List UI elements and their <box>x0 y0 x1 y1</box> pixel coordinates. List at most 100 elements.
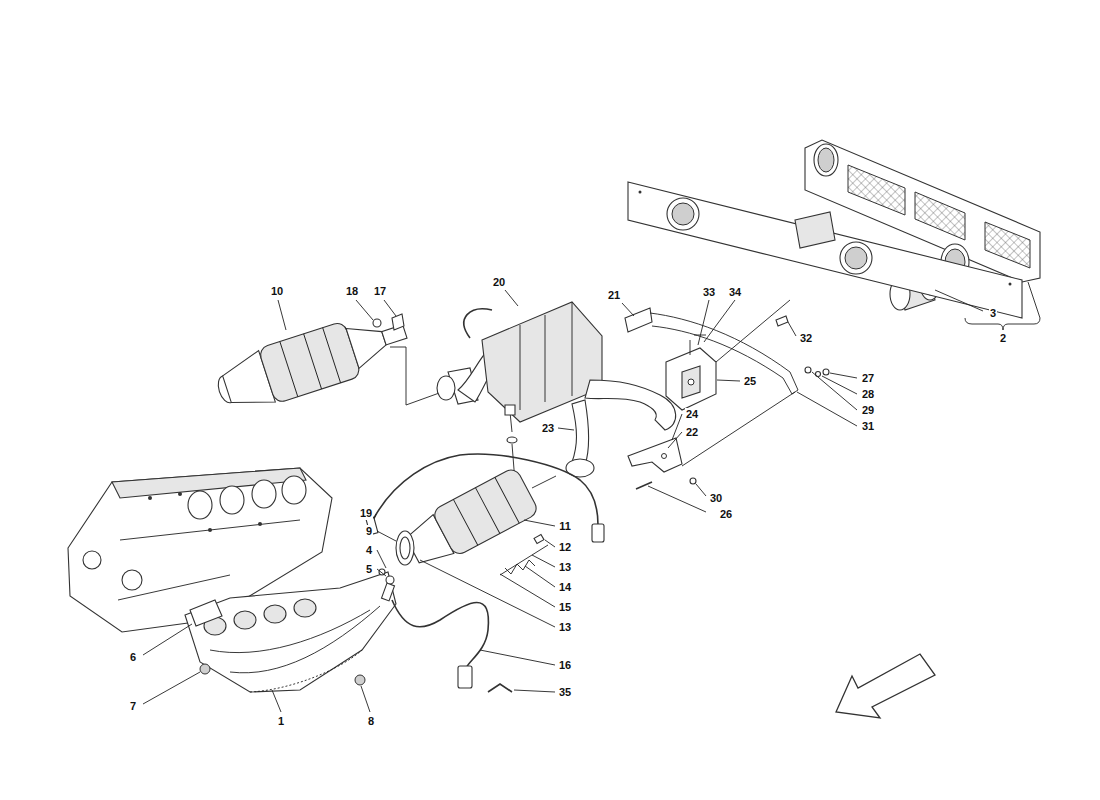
leader-line <box>143 290 983 712</box>
callout-number: 4 <box>365 544 373 557</box>
silencer <box>572 400 589 465</box>
callout-number: 16 <box>558 659 572 672</box>
mounting-brackets <box>625 308 652 332</box>
cylinder-head <box>83 551 101 569</box>
callout-number: 18 <box>345 285 359 298</box>
exhaust-manifold <box>210 606 380 673</box>
rear-panel <box>667 198 699 230</box>
leader-line <box>377 569 386 576</box>
callout-number: 22 <box>685 426 699 439</box>
callout-number: 29 <box>861 404 875 417</box>
callout-number: 27 <box>861 372 875 385</box>
group-bracket <box>965 282 1040 330</box>
leader-line <box>384 300 396 316</box>
leader-line <box>420 560 555 627</box>
callout-number: 5 <box>365 563 373 576</box>
assembly-line <box>390 347 442 405</box>
lambda-sensor <box>488 684 512 692</box>
mounting-brackets <box>823 369 829 375</box>
cylinder-head <box>208 528 212 532</box>
catalytic-converter <box>346 318 390 368</box>
exhaust-manifold <box>185 572 396 692</box>
callout-number: 3 <box>989 307 997 320</box>
callout-number: 2 <box>999 332 1007 345</box>
leader-line <box>935 290 983 311</box>
lambda-sensor <box>392 600 488 668</box>
callout-number: 10 <box>270 285 284 298</box>
callout-number: 7 <box>129 700 137 713</box>
exhaust-manifold <box>185 572 396 692</box>
mounting-brackets <box>628 438 682 472</box>
cylinder-head <box>112 468 306 498</box>
cylinder-head <box>122 570 142 590</box>
catalytic-converter <box>210 304 413 419</box>
leader-line <box>797 392 857 426</box>
cylinder-head <box>148 496 152 500</box>
leader-line <box>717 380 740 381</box>
callout-number: 14 <box>558 581 572 594</box>
callout-number: 15 <box>558 601 572 614</box>
mounting-brackets <box>682 300 795 466</box>
mounting-brackets <box>805 367 811 373</box>
mounting-brackets <box>666 348 716 410</box>
callout-number: 24 <box>685 408 699 421</box>
callout-number: 23 <box>541 422 555 435</box>
callout-number: 13 <box>558 621 572 634</box>
silencer <box>520 302 572 410</box>
cylinder-head <box>258 522 262 526</box>
rear-panel <box>628 182 1022 318</box>
callout-number: 8 <box>367 715 375 728</box>
rear-panel <box>840 242 872 274</box>
rear-panel <box>639 191 642 194</box>
cylinder-head <box>178 492 182 496</box>
callout-number: 6 <box>129 651 137 664</box>
leader-line <box>696 484 706 496</box>
callout-number: 26 <box>719 508 733 521</box>
callout-number: 35 <box>558 686 572 699</box>
callout-number: 28 <box>861 388 875 401</box>
leader-line <box>704 300 735 342</box>
leader-line <box>514 690 555 692</box>
leader-line <box>505 290 518 306</box>
leader-line <box>143 672 200 704</box>
exhaust-manifold <box>264 605 286 623</box>
sensor-plug <box>373 319 381 327</box>
leader-line <box>143 624 192 655</box>
leader-line <box>830 373 857 378</box>
callout-number: 1 <box>277 715 285 728</box>
callout-number: 21 <box>607 289 621 302</box>
exhaust-manifold <box>234 611 256 629</box>
callout-number: 12 <box>558 541 572 554</box>
catalytic-converter <box>258 321 362 404</box>
callout-number: 30 <box>709 492 723 505</box>
catalytic-converter <box>431 467 539 558</box>
callout-number: 31 <box>861 420 875 433</box>
callout-number: 34 <box>728 286 742 299</box>
mounting-brackets <box>688 379 694 385</box>
leader-line <box>545 540 555 547</box>
spring-bolt <box>505 560 535 574</box>
spring-bolt <box>500 534 548 575</box>
leader-line <box>278 300 286 330</box>
lambda-sensor <box>374 454 598 525</box>
silencer <box>505 405 515 415</box>
leader-line <box>648 486 706 512</box>
rear-panel <box>628 182 1022 318</box>
silencer <box>585 380 676 430</box>
cylinder-head <box>252 480 276 508</box>
exhaust-manifold <box>294 599 316 617</box>
leader-line <box>788 322 796 336</box>
rear-grille <box>818 148 834 172</box>
mounting-brackets <box>636 482 652 489</box>
leader-line <box>698 300 709 345</box>
callout-number: 17 <box>373 285 387 298</box>
leader-line <box>356 300 373 320</box>
exhaust-manifold <box>190 600 222 626</box>
mounting-brackets <box>662 454 667 459</box>
rear-panel <box>1009 283 1012 286</box>
silencer <box>437 302 676 488</box>
sensor-plug <box>373 314 404 330</box>
mounting-brackets <box>682 366 700 398</box>
exhaust-manifold <box>355 675 365 685</box>
